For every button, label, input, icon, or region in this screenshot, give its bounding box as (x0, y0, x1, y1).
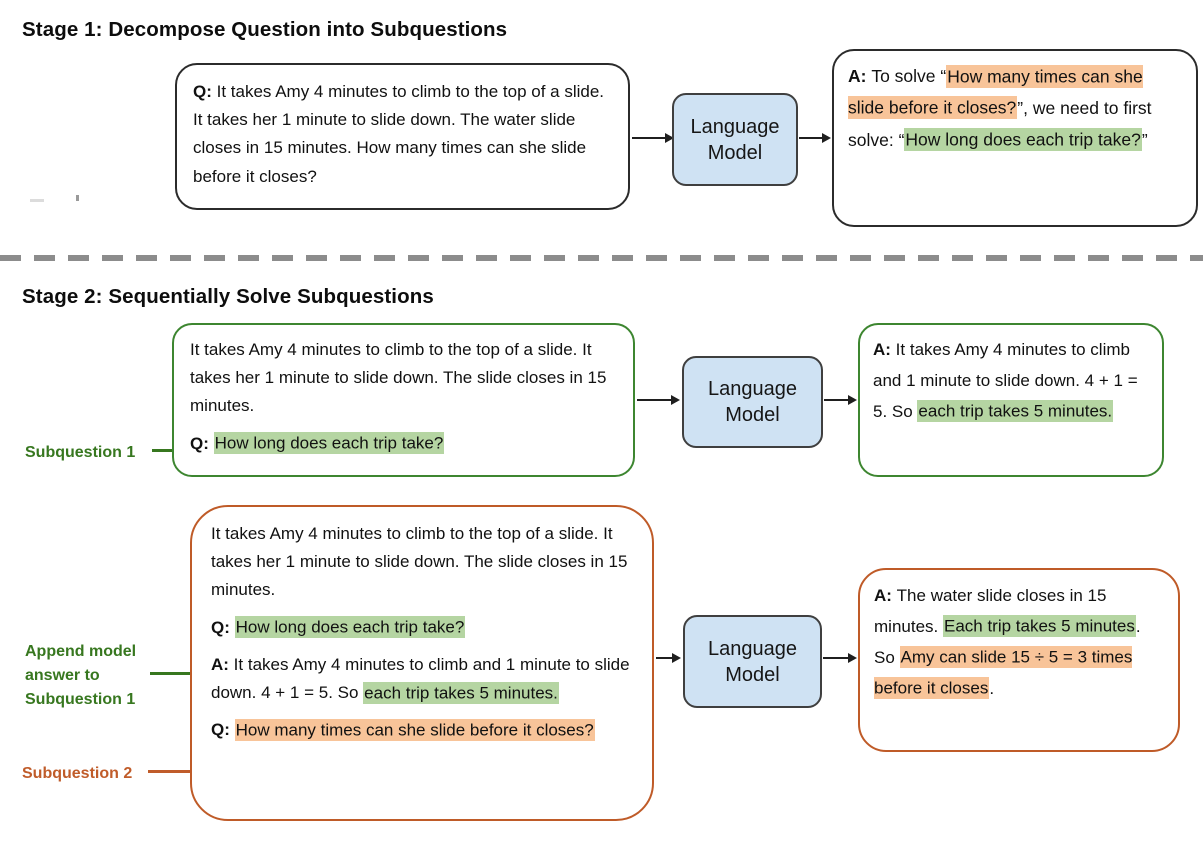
language-model-box-stage2-row1: Language Model (682, 356, 823, 448)
subquestion1-label: Subquestion 1 (25, 444, 136, 461)
stage1-title: Stage 1: Decompose Question into Subques… (22, 18, 508, 41)
subquestion2-label: Subquestion 2 (22, 765, 133, 782)
stage1-answer-text: A: To solve “How many times can she slid… (848, 61, 1182, 157)
subquestion1-text: Q: How long does each trip take? (211, 614, 633, 642)
text-span: Q: (211, 617, 235, 637)
text-span: The water slide closes in 15 minutes. (874, 586, 1107, 636)
subquestion1-answer-text: A: It takes Amy 4 minutes to climb and 1… (873, 335, 1149, 428)
highlight-green-span: How long does each trip take? (234, 616, 466, 639)
text-span: To solve “ (871, 66, 947, 86)
text-span: A: (211, 654, 234, 674)
language-model-box-stage1: Language Model (672, 93, 798, 186)
highlight-green-span: each trip takes 5 minutes. (363, 681, 559, 704)
append-answer-label: Append model answer to Subquestion 1 (25, 643, 137, 708)
text-span: Q: (190, 433, 214, 453)
appended-answer1-text: A: It takes Amy 4 minutes to climb and 1… (211, 651, 633, 707)
text-span: Q: (193, 82, 217, 101)
append-answer-connector-line (150, 672, 205, 675)
stage2-subquestion1-prompt-box: It takes Amy 4 minutes to climb to the t… (172, 323, 635, 477)
final-answer-text: A: The water slide closes in 15 minutes.… (874, 581, 1164, 705)
context-text: It takes Amy 4 minutes to climb to the t… (211, 520, 633, 605)
subquestion2-connector-line (148, 770, 205, 773)
language-model-label: Language Model (690, 115, 780, 164)
stage2-title: Stage 2: Sequentially Solve Subquestions (22, 285, 434, 308)
text-span: Q: (211, 720, 235, 740)
text-span: ”, we need to first solve: “ (848, 97, 1152, 150)
stage-divider-dashed-line (0, 255, 1203, 261)
stray-mark-dash (30, 199, 44, 202)
text-span: It takes Amy 4 minutes to climb and 1 mi… (211, 654, 630, 703)
text-span: It takes Amy 4 minutes to climb and 1 mi… (873, 340, 1138, 421)
stage2-subquestion1-answer-box: A: It takes Amy 4 minutes to climb and 1… (858, 323, 1164, 477)
stage1-answer-box: A: To solve “How many times can she slid… (832, 49, 1198, 227)
language-model-box-stage2-row2: Language Model (683, 615, 822, 708)
language-model-label: Language Model (708, 637, 797, 686)
highlight-green-span: How long does each trip take? (904, 128, 1142, 152)
text-span: A: (874, 586, 897, 605)
text-span: It takes Amy 4 minutes to climb to the t… (190, 340, 607, 416)
arrow-right-icon (656, 653, 681, 663)
highlight-orange-span: How many times can she slide before it c… (234, 718, 595, 741)
text-span: It takes Amy 4 minutes to climb to the t… (193, 82, 605, 186)
text-span: . So (874, 616, 1141, 667)
text-span: A: (873, 340, 896, 359)
language-model-label: Language Model (708, 378, 797, 426)
stage1-question-box: Q: It takes Amy 4 minutes to climb to th… (175, 63, 630, 210)
arrow-right-icon (823, 653, 857, 663)
context-text: It takes Amy 4 minutes to climb to the t… (190, 336, 617, 421)
arrow-right-icon (799, 133, 831, 143)
text-span: ” (1141, 129, 1148, 150)
highlight-green-span: Each trip takes 5 minutes (942, 615, 1136, 638)
arrow-right-icon (637, 395, 680, 405)
text-span: . (989, 678, 995, 698)
highlight-green-span: How long does each trip take? (213, 432, 445, 455)
stage2-subquestion2-prompt-box: It takes Amy 4 minutes to climb to the t… (190, 505, 654, 821)
subquestion1-text: Q: How long does each trip take? (190, 430, 617, 458)
highlight-orange-span: Amy can slide 15 ÷ 5 = 3 times before it… (874, 646, 1133, 700)
stage2-final-answer-box: A: The water slide closes in 15 minutes.… (858, 568, 1180, 752)
subquestion2-text: Q: How many times can she slide before i… (211, 716, 633, 744)
text-span: It takes Amy 4 minutes to climb to the t… (211, 524, 628, 600)
highlight-green-span: each trip takes 5 minutes. (917, 400, 1114, 423)
stray-mark-dot (76, 195, 79, 201)
text-span: A: (848, 66, 872, 86)
arrow-right-icon (824, 395, 857, 405)
stage1-question-text: Q: It takes Amy 4 minutes to climb to th… (193, 78, 612, 191)
arrow-right-icon (632, 133, 674, 143)
